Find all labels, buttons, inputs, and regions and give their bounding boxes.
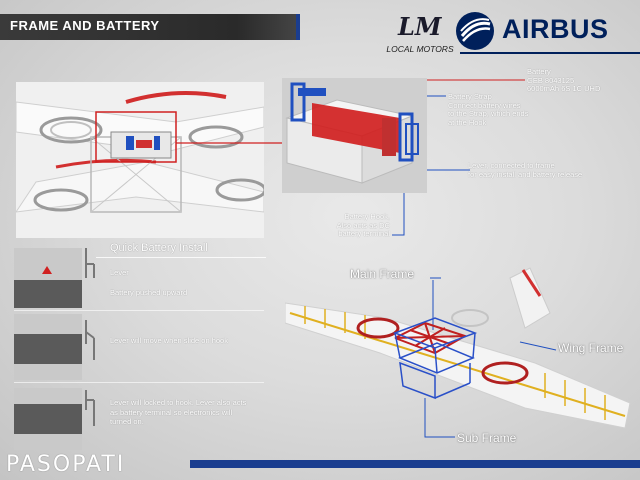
battery-block [14, 334, 82, 364]
install-step-2-text: Lever will move when slide on hook [110, 336, 228, 346]
step-divider [14, 310, 264, 311]
step-text-line: Battery pushed upward [110, 287, 188, 297]
install-step-1-text: Lever Battery pushed upward [110, 268, 187, 297]
battery-block [14, 404, 82, 434]
lever-icon [85, 320, 95, 360]
step-text-line: Lever [110, 268, 129, 277]
battery-callout-line: 6000mAh 6S 1C UHD [527, 84, 601, 93]
strap-callout-line: Connect battery wires [448, 100, 521, 110]
step-text-line: turned on. [110, 417, 144, 426]
battery-callout: Battery GEB 8043125 6000mAh 6S 1C UHD [527, 67, 601, 94]
drone-render-panel [16, 82, 264, 238]
footer-stripe [190, 460, 640, 468]
lever-callout-line: Lever, connected to frame [468, 161, 555, 170]
hook-callout: Battery Hook, Also acts as DC battery te… [310, 212, 390, 239]
pasopati-logo: PASOPATI [6, 452, 126, 477]
battery-callout-line: GEB 8043125 [527, 75, 575, 85]
quick-install-title: Quick Battery Install [110, 242, 208, 254]
strap-callout-line: Battery Strap [448, 92, 492, 101]
header-divider [460, 52, 640, 54]
step-text-line: Lever will locked to hook. Lever also ac… [110, 398, 247, 407]
airbus-logo-text: AIRBUS [502, 14, 609, 44]
hook-callout-line: battery terminal [338, 229, 390, 238]
lever-callout-line: for easy install and battery release [468, 169, 583, 179]
page-title: FRAME AND BATTERY [10, 18, 160, 33]
step-text-line [110, 278, 187, 288]
install-step-1-image [14, 248, 82, 308]
strap-callout-line: at the Hook [448, 117, 487, 127]
lever-icon [85, 390, 95, 426]
battery-callout-line: Battery [527, 67, 551, 76]
battery-detail-illustration [282, 78, 427, 193]
battery-detail-panel [282, 78, 427, 193]
strap-callout-line: to the Strap, which ends [448, 109, 529, 118]
local-motors-logo: LM [398, 12, 442, 41]
quick-install-divider [96, 257, 266, 258]
arrow-up-icon [42, 266, 52, 274]
install-step-2-image [14, 314, 82, 380]
lever-icon [85, 248, 95, 278]
install-step-3-text: Lever will locked to hook. Lever also ac… [110, 398, 246, 427]
step-divider [14, 382, 264, 383]
strap-callout: Battery Strap Connect battery wires to t… [448, 92, 529, 127]
drone-render-illustration [16, 82, 264, 238]
frame-diagram [285, 267, 631, 429]
local-motors-text: LOCAL MOTORS [386, 44, 454, 54]
step-text-line: Lever will move when slide on hook [110, 336, 228, 345]
logo-area: LM LOCAL MOTORS AIRBUS [380, 8, 640, 58]
hook-callout-line: Also acts as DC [336, 220, 390, 230]
battery-block [14, 280, 82, 308]
airbus-logo-icon [456, 12, 494, 50]
wing-frame-label: Wing Frame [558, 341, 624, 355]
lever-callout: Lever, connected to frame for easy insta… [468, 161, 583, 179]
sub-frame-label: Sub Frame [457, 431, 517, 445]
install-step-3-image [14, 388, 82, 450]
main-frame-label: Main Frame [350, 267, 415, 281]
step-text-line: as battery terminal so electronics will [110, 407, 233, 417]
hook-callout-line: Battery Hook, [344, 212, 390, 221]
title-bar: FRAME AND BATTERY [0, 14, 300, 40]
